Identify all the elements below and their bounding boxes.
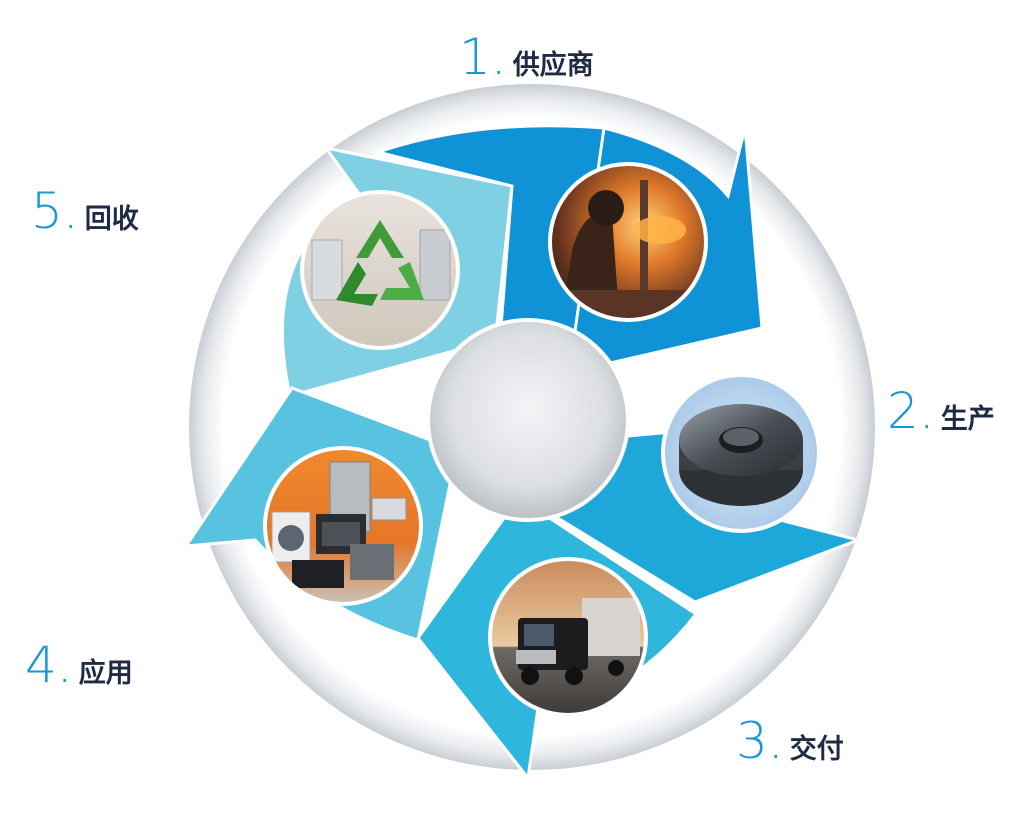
step-3-label: 3. 交付	[736, 716, 844, 766]
step-2-text: 生产	[940, 404, 995, 435]
home-appliances-photo	[265, 448, 421, 604]
step-4-number: 4.	[25, 636, 73, 694]
threaded-nut-photo	[663, 375, 819, 531]
step-5-number: 5.	[31, 182, 79, 240]
step-5-label: 5. 回收	[31, 186, 139, 236]
step-1-label: 1. 供应商	[459, 32, 594, 82]
center-hub	[426, 318, 630, 522]
step-3-number: 3.	[736, 712, 784, 770]
step-5-text: 回收	[84, 204, 139, 235]
step-2-label: 2. 生产	[887, 386, 995, 436]
step-3-text: 交付	[789, 734, 844, 765]
step-4-label: 4. 应用	[25, 640, 133, 690]
step-1-number: 1.	[459, 28, 507, 86]
step-2-number: 2.	[887, 382, 935, 440]
recycling-symbol-photo	[302, 192, 458, 348]
semi-truck-photo	[490, 559, 646, 715]
step-4-text: 应用	[78, 658, 133, 689]
step-1-text: 供应商	[512, 50, 594, 81]
